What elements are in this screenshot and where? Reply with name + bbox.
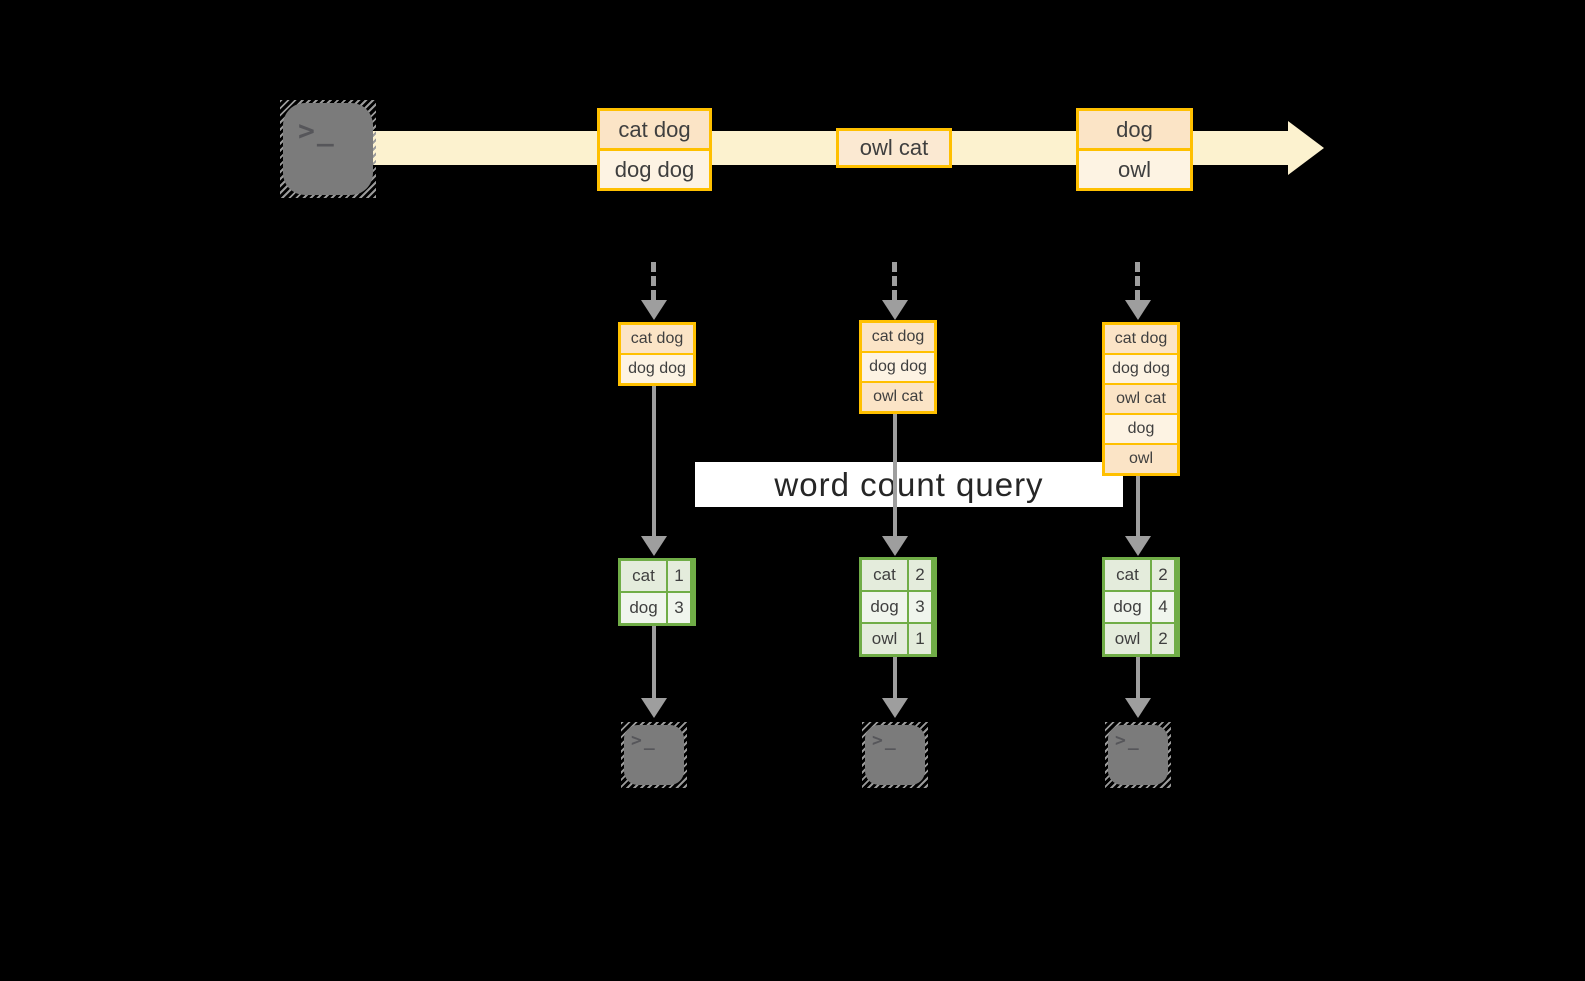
word-cell: dog [862,592,907,622]
count-cell: 3 [909,592,931,622]
word-cell: dog [621,593,666,623]
table-row: owl 2 [1105,624,1177,654]
table-row: cat 2 [862,560,934,590]
word-count-table-3: cat 2 dog 4 owl 2 [1102,557,1180,657]
terminal-prompt-icon: >_ [631,730,657,751]
output-terminal-icon-3: >_ [1105,722,1171,788]
word-cell: cat [862,560,907,590]
table-row: dog 3 [621,593,693,623]
buffer-cell: cat dog [621,325,693,353]
buffer-stack-1: cat dog dog dog [618,322,696,386]
arrow-line [893,657,897,698]
output-terminal-icon-2: >_ [862,722,928,788]
dashed-arrow-head-icon [641,300,667,320]
terminal-screen [865,725,925,785]
table-row: cat 2 [1105,560,1177,590]
table-row: owl 1 [862,624,934,654]
arrow-line [652,386,656,536]
buffer-cell: cat dog [1105,325,1177,353]
word-cell: owl [862,624,907,654]
word-count-table-1: cat 1 dog 3 [618,558,696,626]
terminal-prompt-icon: >_ [872,730,898,751]
word-cell: owl [1105,624,1150,654]
arrow-head-icon [882,698,908,718]
table-row: dog 4 [1105,592,1177,622]
arrow-line [1136,657,1140,698]
buffer-cell: dog dog [621,355,693,383]
dashed-arrow-line [651,262,656,300]
source-terminal-icon: >_ [280,100,376,198]
stream-event: owl cat [839,131,949,165]
table-row: dog 3 [862,592,934,622]
buffer-cell: owl cat [862,383,934,411]
terminal-screen [1108,725,1168,785]
word-count-table-2: cat 2 dog 3 owl 1 [859,557,937,657]
word-cell: cat [1105,560,1150,590]
stream-event-group-3: dog owl [1076,108,1193,191]
dashed-arrow-head-icon [1125,300,1151,320]
arrow-head-icon [641,536,667,556]
terminal-prompt-icon: >_ [298,114,336,147]
terminal-prompt-icon: >_ [1115,730,1141,751]
terminal-screen [283,103,373,195]
count-cell: 4 [1152,592,1174,622]
stream-event: owl [1079,151,1190,188]
dashed-arrow-head-icon [882,300,908,320]
arrow-line [652,626,656,698]
buffer-cell: dog dog [862,353,934,381]
terminal-screen [624,725,684,785]
buffer-cell: cat dog [862,323,934,351]
dashed-arrow-line [892,262,897,300]
stream-event: dog [1079,111,1190,148]
query-label: word count query [774,465,1044,503]
arrow-head-icon [1125,536,1151,556]
buffer-cell: dog [1105,415,1177,443]
buffer-stack-3: cat dog dog dog owl cat dog owl [1102,322,1180,476]
stream-event-group-2: owl cat [836,128,952,168]
word-cell: cat [621,561,666,591]
buffer-cell: dog dog [1105,355,1177,383]
count-cell: 3 [668,593,690,623]
stream-timeline-arrowhead-icon [1288,121,1324,175]
count-cell: 2 [1152,624,1174,654]
arrow-head-icon [641,698,667,718]
word-cell: dog [1105,592,1150,622]
count-cell: 1 [668,561,690,591]
count-cell: 2 [1152,560,1174,590]
stream-event-group-1: cat dog dog dog [597,108,712,191]
dashed-arrow-line [1135,262,1140,300]
stream-event: dog dog [600,151,709,188]
arrow-head-icon [882,536,908,556]
buffer-stack-2: cat dog dog dog owl cat [859,320,937,414]
buffer-cell: owl cat [1105,385,1177,413]
arrow-line [893,414,897,536]
buffer-cell: owl [1105,445,1177,473]
output-terminal-icon-1: >_ [621,722,687,788]
stream-event: cat dog [600,111,709,148]
table-row: cat 1 [621,561,693,591]
arrow-head-icon [1125,698,1151,718]
arrow-line [1136,476,1140,536]
query-label-band: word count query [695,462,1123,507]
count-cell: 2 [909,560,931,590]
count-cell: 1 [909,624,931,654]
